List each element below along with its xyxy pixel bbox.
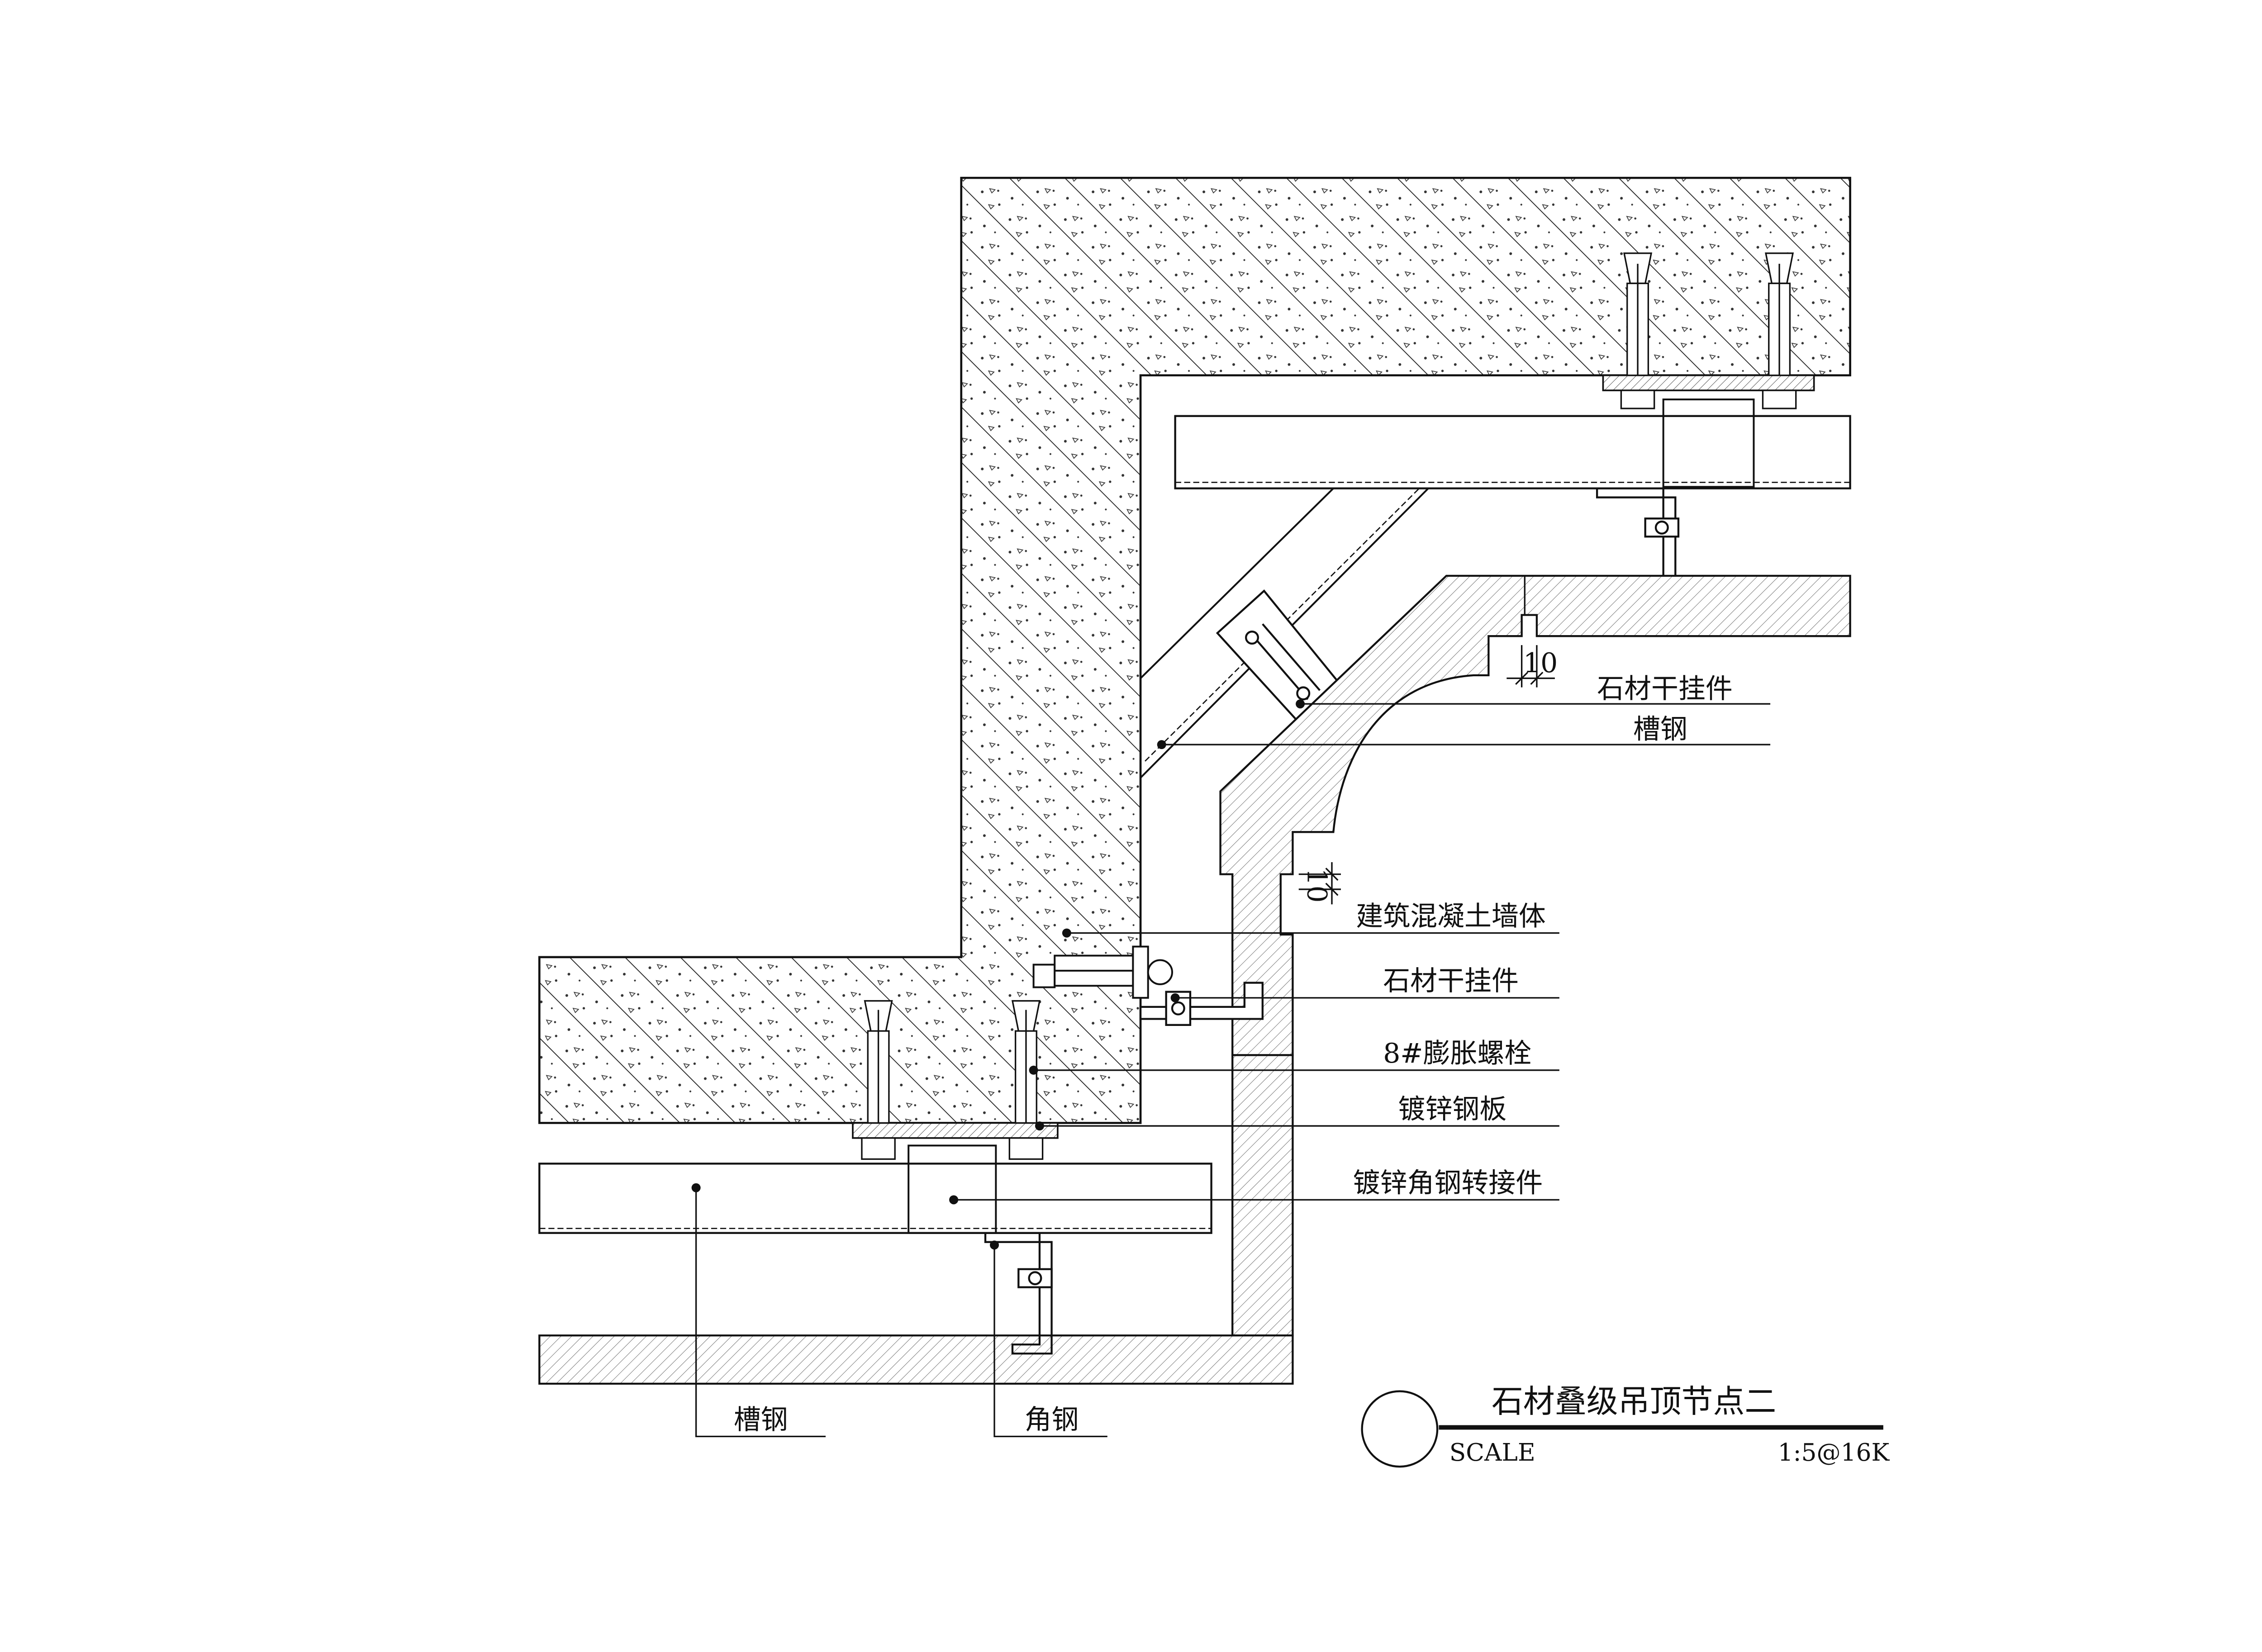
callout-angle-steel: 角钢 (1025, 1404, 1079, 1436)
lower-expansion-bolt-left (861, 1000, 896, 1160)
title-block: 石材叠级吊顶节点二 SCALE 1:5@16K (1361, 1383, 1890, 1468)
upper-expansion-bolt-right (1762, 252, 1797, 409)
lower-stone-hanger (1139, 982, 1264, 1026)
bottom-stone-slab (538, 1334, 1294, 1385)
lower-angle-bracket (984, 1232, 1053, 1355)
callout-expansion-bolt: 8#膨胀螺栓 (1383, 1038, 1531, 1069)
scale-value: 1:5@16K (1778, 1438, 1890, 1467)
title-circle (1361, 1390, 1439, 1468)
callout-channel-upper: 槽钢 (1633, 714, 1687, 745)
dimension-side-label: 10 (1301, 868, 1333, 902)
leader-lines (695, 703, 1771, 1438)
callout-galvanized-plate: 镀锌钢板 (1398, 1093, 1507, 1125)
scale-label: SCALE (1449, 1438, 1535, 1467)
lower-galvanized-plate (852, 1000, 1059, 1160)
callout-galvanized-angle-adapter: 镀锌角钢转接件 (1353, 1168, 1543, 1199)
leader-dots (691, 699, 1305, 1250)
dimension-top (1506, 645, 1555, 688)
callout-stone-hanger-upper: 石材干挂件 (1597, 673, 1733, 705)
lower-expansion-bolt-right (1008, 1000, 1044, 1160)
upper-galvanized-plate (1602, 252, 1815, 409)
title-name: 石材叠级吊顶节点二 (1492, 1383, 1776, 1420)
upper-channel-steel (1174, 399, 1851, 489)
stone-cornice (1219, 574, 1851, 1056)
dimension-side (1298, 862, 1341, 905)
callout-channel-lower: 槽钢 (734, 1404, 788, 1436)
lower-channel-steel (538, 1144, 1212, 1234)
upper-expansion-bolt-left (1620, 252, 1655, 409)
concrete-wall-section (538, 176, 1851, 1124)
callout-concrete-wall: 建筑混凝土墙体 (1356, 901, 1546, 932)
dimension-top-label: 10 (1523, 647, 1558, 679)
lower-wall-bolt (1032, 945, 1173, 999)
callout-stone-hanger-lower: 石材干挂件 (1383, 965, 1519, 997)
vertical-stone-panel (1231, 1054, 1294, 1337)
